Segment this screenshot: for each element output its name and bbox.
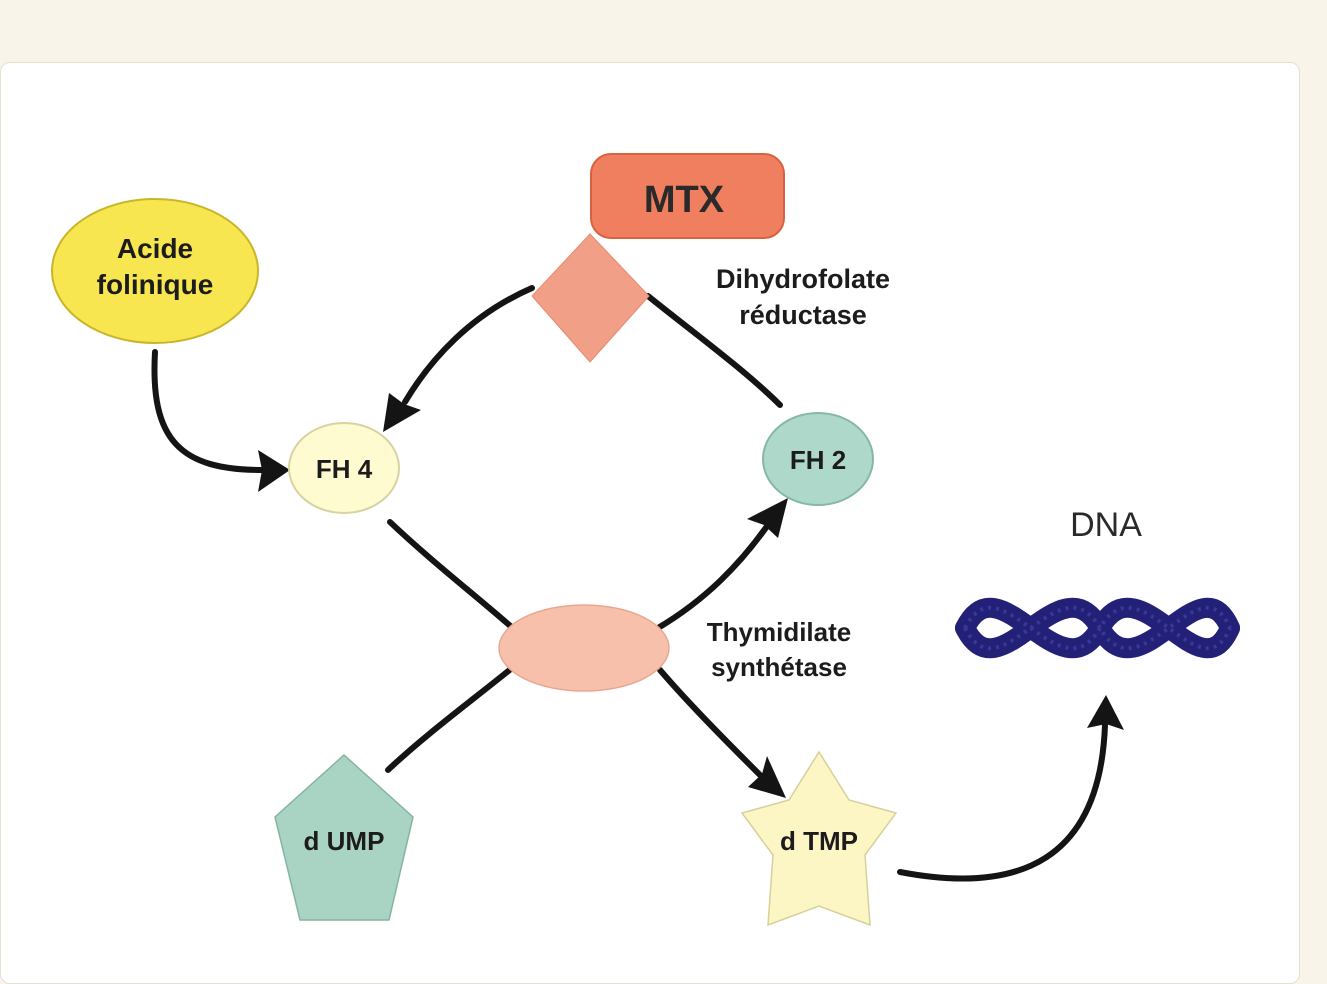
mtx-node: MTX (590, 153, 785, 239)
acide-folinique-node: Acide folinique (51, 198, 259, 344)
fh2-node: FH 2 (762, 412, 874, 506)
arrowhead-dhfr-to-fh4 (383, 393, 421, 432)
edge-dtmp-to-dna (897, 722, 1108, 882)
arrowhead-ts-to-fh2 (747, 498, 788, 538)
arrowhead-ts-to-dtmp (748, 756, 786, 798)
dump-label: d UMP (304, 826, 385, 856)
fh2-ellipse (762, 412, 874, 506)
ts-label-line1: Thymidilate (707, 617, 851, 647)
fh4-ellipse (288, 422, 400, 514)
dump-node: d UMP (274, 753, 414, 921)
ts-label-line2: synthétase (711, 652, 847, 682)
edge-ts-to-fh2 (655, 519, 773, 631)
acide-folinique-ellipse (51, 198, 259, 344)
dump-pentagon (274, 753, 414, 921)
dtmp-node: d TMP (740, 750, 898, 927)
edge-dump-to-ts (385, 665, 515, 773)
dna-helix-icon (955, 597, 1240, 659)
edge-fh2-to-dhfr (645, 293, 783, 408)
mtx-label: MTX (644, 179, 725, 221)
dna-label: DNA (1070, 506, 1142, 544)
arrowhead-dtmp-to-dna (1087, 695, 1124, 730)
edge-dhfr-to-fh4 (402, 285, 535, 405)
dtmp-star (740, 750, 898, 927)
edge-ts-to-dtmp (657, 667, 763, 778)
dtmp-label: d TMP (780, 826, 858, 856)
dhfr-label-line1: Dihydrofolate (716, 264, 890, 294)
fh4-label: FH 4 (316, 454, 373, 484)
edge-fh4-to-ts (387, 519, 518, 633)
acide-folinique-line1: Acide (117, 233, 193, 264)
dna-strand-2-texture (963, 605, 1232, 651)
fh4-node: FH 4 (288, 422, 400, 514)
dhfr-label-line2: réductase (739, 300, 867, 330)
ts-ellipse (498, 604, 670, 692)
fh2-label: FH 2 (790, 445, 846, 475)
dhfr-diamond (531, 233, 650, 363)
acide-folinique-line2: folinique (97, 269, 214, 300)
edge-acide-to-fh4 (151, 349, 265, 473)
arrowhead-acide-to-fh4 (258, 450, 290, 492)
mtx-box (590, 153, 785, 239)
